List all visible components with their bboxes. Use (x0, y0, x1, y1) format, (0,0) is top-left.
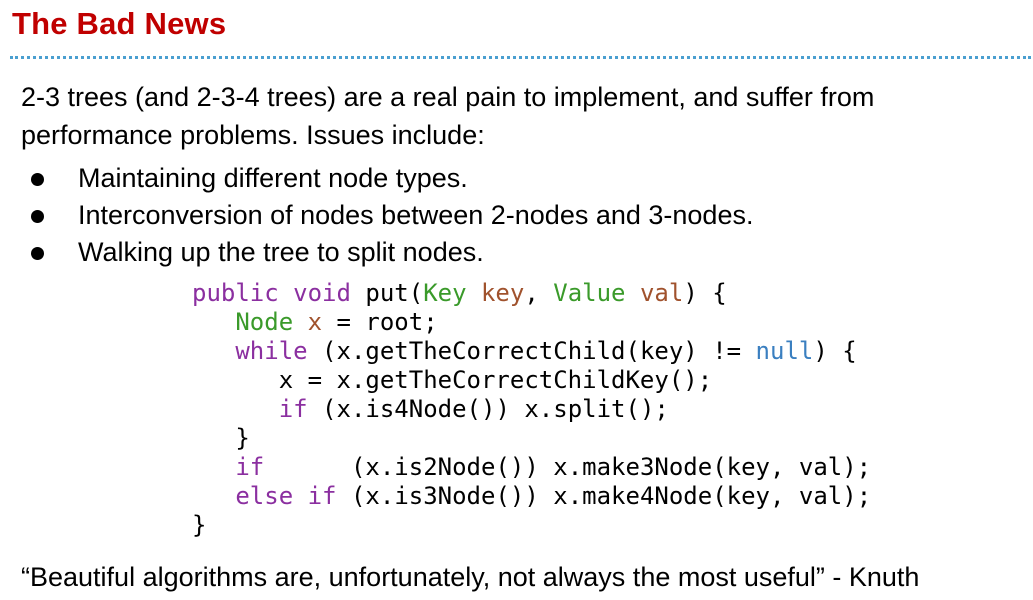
code-token: put( (365, 279, 424, 307)
bullet-icon (31, 247, 44, 260)
code-line: while (x.getTheCorrectChild(key) != null… (192, 337, 871, 366)
code-token: } (192, 511, 207, 539)
code-token (192, 308, 235, 336)
code-token: x = x.getTheCorrectChildKey(); (192, 366, 713, 394)
code-line: public void put(Key key, Value val) { (192, 279, 871, 308)
code-token (192, 453, 235, 481)
code-token: key (480, 279, 525, 307)
code-token: if (235, 453, 265, 481)
code-token: x (307, 308, 323, 336)
slide-title: The Bad News (12, 6, 227, 41)
code-token: if (278, 395, 308, 423)
bullet-text: Maintaining different node types. (78, 163, 468, 193)
code-line: } (192, 424, 871, 453)
code-line: } (192, 511, 871, 540)
code-token: while (235, 337, 308, 365)
title-divider (10, 56, 1031, 59)
code-token (192, 395, 279, 423)
bullet-text: Walking up the tree to split nodes. (78, 237, 484, 267)
code-token (192, 337, 235, 365)
code-token: ) { (813, 337, 857, 365)
list-item: Interconversion of nodes between 2-nodes… (0, 197, 753, 234)
bullet-text: Interconversion of nodes between 2-nodes… (78, 200, 754, 230)
code-token: Value (553, 279, 640, 307)
code-block: public void put(Key key, Value val) { No… (192, 279, 871, 540)
bullet-icon (31, 210, 44, 223)
code-token: Node (235, 308, 308, 336)
code-token: (x.is3Node()) x.make4Node(key, val); (336, 482, 872, 510)
code-line: else if (x.is3Node()) x.make4Node(key, v… (192, 482, 871, 511)
code-token: (x.is2Node()) x.make3Node(key, val); (264, 453, 872, 481)
bullet-icon (31, 173, 44, 186)
code-token: val (639, 279, 684, 307)
code-line: if (x.is4Node()) x.split(); (192, 395, 871, 424)
code-token: (x.is4Node()) x.split(); (307, 395, 669, 423)
code-token: public void (192, 279, 366, 307)
issues-list: Maintaining different node types. Interc… (0, 160, 753, 271)
code-token (192, 482, 235, 510)
code-token: ) { (683, 279, 727, 307)
knuth-quote: “Beautiful algorithms are, unfortunately… (21, 562, 920, 592)
code-token: else if (235, 482, 337, 510)
list-item: Walking up the tree to split nodes. (0, 234, 753, 271)
list-item: Maintaining different node types. (0, 160, 753, 197)
intro-paragraph: 2-3 trees (and 2-3-4 trees) are a real p… (21, 82, 875, 150)
code-token: = root; (322, 308, 438, 336)
code-token: , (524, 279, 554, 307)
code-line: x = x.getTheCorrectChildKey(); (192, 366, 871, 395)
code-line: if (x.is2Node()) x.make3Node(key, val); (192, 453, 871, 482)
code-token: null (755, 337, 814, 365)
code-token: (x.getTheCorrectChild(key) != (307, 337, 756, 365)
code-token: Key (423, 279, 481, 307)
code-line: Node x = root; (192, 308, 871, 337)
code-token: } (192, 424, 250, 452)
